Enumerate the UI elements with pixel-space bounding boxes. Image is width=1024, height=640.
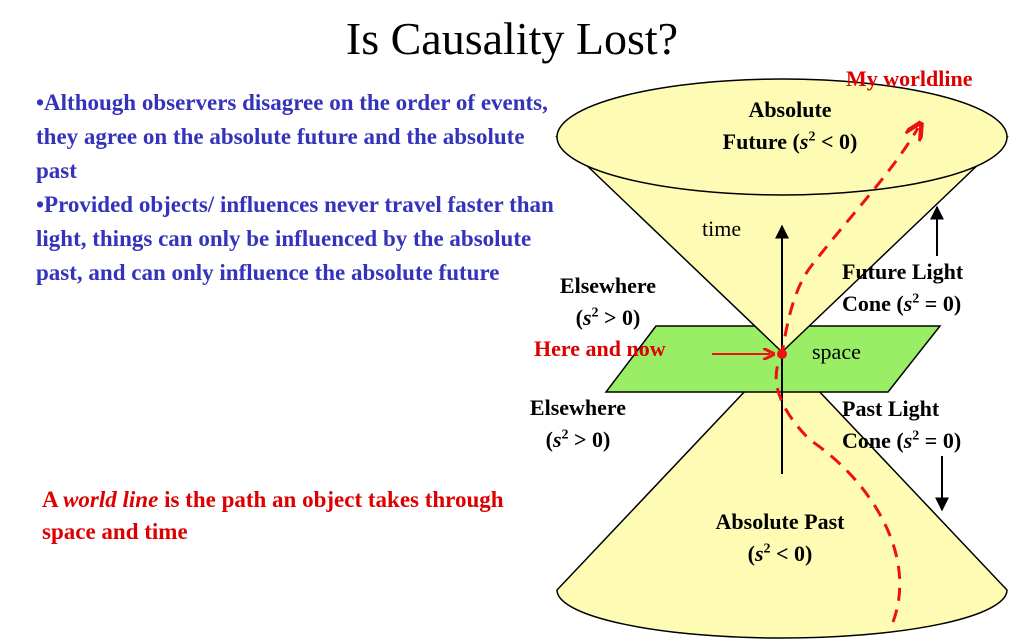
absolute-past-prefix: ( bbox=[747, 541, 755, 566]
elsewhere-top-line2: (s2 > 0) bbox=[538, 302, 678, 334]
absolute-future-line2: Future (s2 < 0) bbox=[690, 126, 890, 158]
elsewhere-top-label: Elsewhere (s2 > 0) bbox=[538, 270, 678, 334]
elsewhere-top-relation: > 0) bbox=[598, 305, 641, 330]
absolute-future-line1: Absolute bbox=[748, 97, 832, 122]
past-light-cone-relation: = 0) bbox=[919, 428, 962, 453]
absolute-future-var: s bbox=[799, 129, 809, 154]
past-light-cone-var: s bbox=[903, 428, 913, 453]
world-line-note: A world line is the path an object takes… bbox=[42, 484, 542, 548]
elsewhere-top-var: s bbox=[582, 305, 592, 330]
future-light-cone-label: Future Light Cone (s2 = 0) bbox=[842, 256, 963, 320]
past-light-cone-line1: Past Light bbox=[842, 396, 940, 421]
past-light-cone-prefix: Cone ( bbox=[842, 428, 904, 453]
absolute-past-exp: 2 bbox=[763, 541, 771, 557]
bullet-list: •Although observers disagree on the orde… bbox=[36, 86, 556, 290]
here-and-now-label: Here and now bbox=[534, 336, 666, 361]
past-cone bbox=[556, 350, 1008, 639]
elsewhere-bottom-var: s bbox=[552, 427, 562, 452]
elsewhere-top-line1: Elsewhere bbox=[559, 273, 657, 298]
past-light-cone-label: Past Light Cone (s2 = 0) bbox=[842, 393, 961, 457]
elsewhere-bottom-exp: 2 bbox=[561, 427, 569, 443]
absolute-future-relation: < 0) bbox=[815, 129, 858, 154]
bullet-2: •Provided objects/ influences never trav… bbox=[36, 192, 554, 285]
my-worldline-label: My worldline bbox=[846, 66, 973, 91]
future-light-cone-line2: Cone (s2 = 0) bbox=[842, 288, 963, 320]
elsewhere-bottom-label: Elsewhere (s2 > 0) bbox=[508, 392, 648, 456]
absolute-past-label: Absolute Past (s2 < 0) bbox=[680, 506, 880, 570]
absolute-future-prefix: Future ( bbox=[722, 129, 800, 154]
absolute-future-label: Absolute Future (s2 < 0) bbox=[690, 94, 890, 158]
note-italic-term: world line bbox=[63, 487, 159, 512]
elsewhere-bottom-prefix: ( bbox=[545, 427, 553, 452]
absolute-past-relation: < 0) bbox=[770, 541, 813, 566]
space-label: space bbox=[812, 339, 861, 364]
absolute-past-line2: (s2 < 0) bbox=[680, 538, 880, 570]
elsewhere-bottom-relation: > 0) bbox=[568, 427, 611, 452]
past-light-cone-exp: 2 bbox=[912, 428, 920, 444]
elsewhere-bottom-line1: Elsewhere bbox=[529, 395, 627, 420]
time-label: time bbox=[702, 216, 742, 241]
absolute-future-exp: 2 bbox=[808, 129, 816, 145]
future-light-cone-prefix: Cone ( bbox=[842, 291, 904, 316]
here-and-now-point bbox=[777, 349, 787, 359]
future-light-cone-var: s bbox=[903, 291, 913, 316]
elsewhere-top-prefix: ( bbox=[575, 305, 583, 330]
past-light-cone-line2: Cone (s2 = 0) bbox=[842, 425, 961, 457]
future-light-cone-exp: 2 bbox=[912, 291, 920, 307]
note-suffix: is the path an object takes through spac… bbox=[42, 487, 504, 544]
bullet-1: •Although observers disagree on the orde… bbox=[36, 90, 548, 183]
slide-title: Is Causality Lost? bbox=[345, 13, 679, 64]
future-light-cone-line1: Future Light bbox=[842, 259, 964, 284]
elsewhere-top-exp: 2 bbox=[591, 305, 599, 321]
absolute-past-line1: Absolute Past bbox=[715, 509, 845, 534]
future-light-cone-relation: = 0) bbox=[919, 291, 962, 316]
future-cone-top bbox=[556, 78, 1008, 196]
absolute-past-var: s bbox=[754, 541, 764, 566]
elsewhere-bottom-line2: (s2 > 0) bbox=[508, 424, 648, 456]
note-prefix: A bbox=[42, 487, 64, 512]
